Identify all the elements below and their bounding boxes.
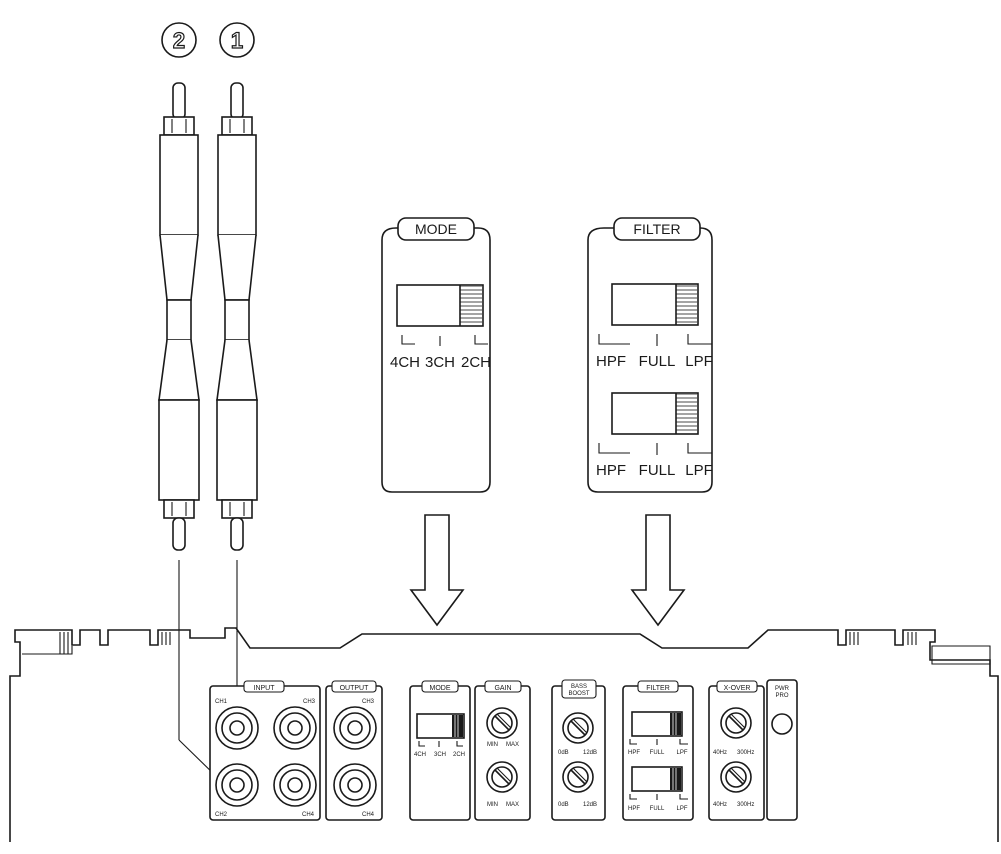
input-title: INPUT [254,685,276,692]
connector-number-2: 2 [161,22,197,58]
bass-high-bottom: 12dB [583,802,597,808]
filter-callout-label-full-bottom: FULL [639,462,676,479]
gain-title: GAIN [494,685,511,692]
mode-label-3ch: 3CH [434,752,446,758]
connector-number-1-label: 1 [231,28,243,53]
filter-arrow [630,514,686,627]
bass-low-top: 0dB [558,750,569,756]
filter-label-lpf-bottom: LPF [676,806,687,812]
filter-title: FILTER [646,685,670,692]
output-section: OUTPUT CH3 CH4 [325,680,383,821]
output-title: OUTPUT [340,685,370,692]
bass-low-bottom: 0dB [558,802,569,808]
filter-label-hpf-bottom: HPF [628,806,640,812]
mode-switch[interactable] [416,713,465,739]
pwr-pro-led [771,713,793,735]
filter-label-hpf-top: HPF [628,750,640,756]
filter-callout-label-full-top: FULL [639,353,676,370]
filter-switch-top[interactable] [631,711,683,737]
xover-section: X-OVER 40Hz 300Hz 40Hz 300Hz [708,680,765,821]
mode-title: MODE [430,685,451,692]
mode-callout-switch [396,284,484,327]
output-ch3-label: CH3 [362,699,375,705]
filter-callout: FILTER HPF FULL LPF HPF FULL LPF [587,217,713,493]
xover-knob-bottom[interactable] [720,761,752,793]
output-ch3-jack[interactable] [333,706,377,750]
pwr-label-line2: PRO [775,693,788,699]
filter-callout-label-hpf-top: HPF [596,353,626,370]
input-section: INPUT CH1 CH3 CH2 CH4 [209,680,321,821]
rca-cable-2 [158,82,221,781]
input-ch4-jack[interactable] [273,763,317,807]
input-ch3-label: CH3 [303,699,316,705]
filter-callout-title: FILTER [633,221,680,237]
xover-knob-top[interactable] [720,707,752,739]
pwr-pro-section: PWR PRO [766,679,798,821]
input-ch4-label: CH4 [302,812,315,818]
xover-low-bottom: 40Hz [713,802,727,808]
mode-callout-label-4ch: 4CH [390,354,420,371]
input-ch1-label: CH1 [215,699,228,705]
filter-callout-label-hpf-bottom: HPF [596,462,626,479]
bass-title-line2: BOOST [568,691,589,697]
gain-min-bottom: MIN [487,802,498,808]
bass-title-line1: BASS [571,684,587,690]
mode-section: MODE 4CH 3CH 2CH [409,680,471,821]
filter-label-lpf-top: LPF [676,750,687,756]
bass-boost-section: BASS BOOST 0dB 12dB 0dB 12dB [551,679,606,821]
filter-callout-switch-top [611,283,699,326]
gain-min-top: MIN [487,742,498,748]
filter-callout-switch-bottom [611,392,699,435]
mode-arrow [409,514,465,627]
xover-high-bottom: 300Hz [737,802,754,808]
connector-number-2-label: 2 [173,28,185,53]
input-ch2-jack[interactable] [215,763,259,807]
filter-callout-label-lpf-bottom: LPF [685,462,713,479]
mode-label-4ch: 4CH [414,752,426,758]
gain-section: GAIN MIN MAX MIN MAX [474,680,531,821]
bass-knob-top[interactable] [562,712,594,744]
gain-max-bottom: MAX [506,802,519,808]
filter-label-full-top: FULL [650,750,665,756]
bass-high-top: 12dB [583,750,597,756]
filter-label-full-bottom: FULL [650,806,665,812]
mode-callout-label-2ch: 2CH [461,354,491,371]
gain-knob-top[interactable] [486,707,518,739]
mode-callout: MODE 4CH 3CH 2CH [381,217,491,493]
input-ch3-jack[interactable] [273,706,317,750]
xover-title: X-OVER [724,685,751,692]
filter-callout-label-lpf-top: LPF [685,353,713,370]
xover-low-top: 40Hz [713,750,727,756]
input-ch2-label: CH2 [215,812,228,818]
rca-cable-1 [216,82,258,700]
xover-high-top: 300Hz [737,750,754,756]
bass-knob-bottom[interactable] [562,761,594,793]
filter-section: FILTER HPF FULL LPF HPF FULL LPF [622,680,694,821]
connector-number-1: 1 [219,22,255,58]
output-ch4-jack[interactable] [333,763,377,807]
amplifier-body [9,627,999,842]
pwr-label-line1: PWR [775,686,790,692]
mode-label-2ch: 2CH [453,752,465,758]
mode-callout-title: MODE [415,221,457,237]
gain-max-top: MAX [506,742,519,748]
output-ch4-label: CH4 [362,812,375,818]
input-ch1-jack[interactable] [215,706,259,750]
filter-switch-bottom[interactable] [631,766,683,792]
mode-callout-label-3ch: 3CH [425,354,455,371]
gain-knob-bottom[interactable] [486,761,518,793]
